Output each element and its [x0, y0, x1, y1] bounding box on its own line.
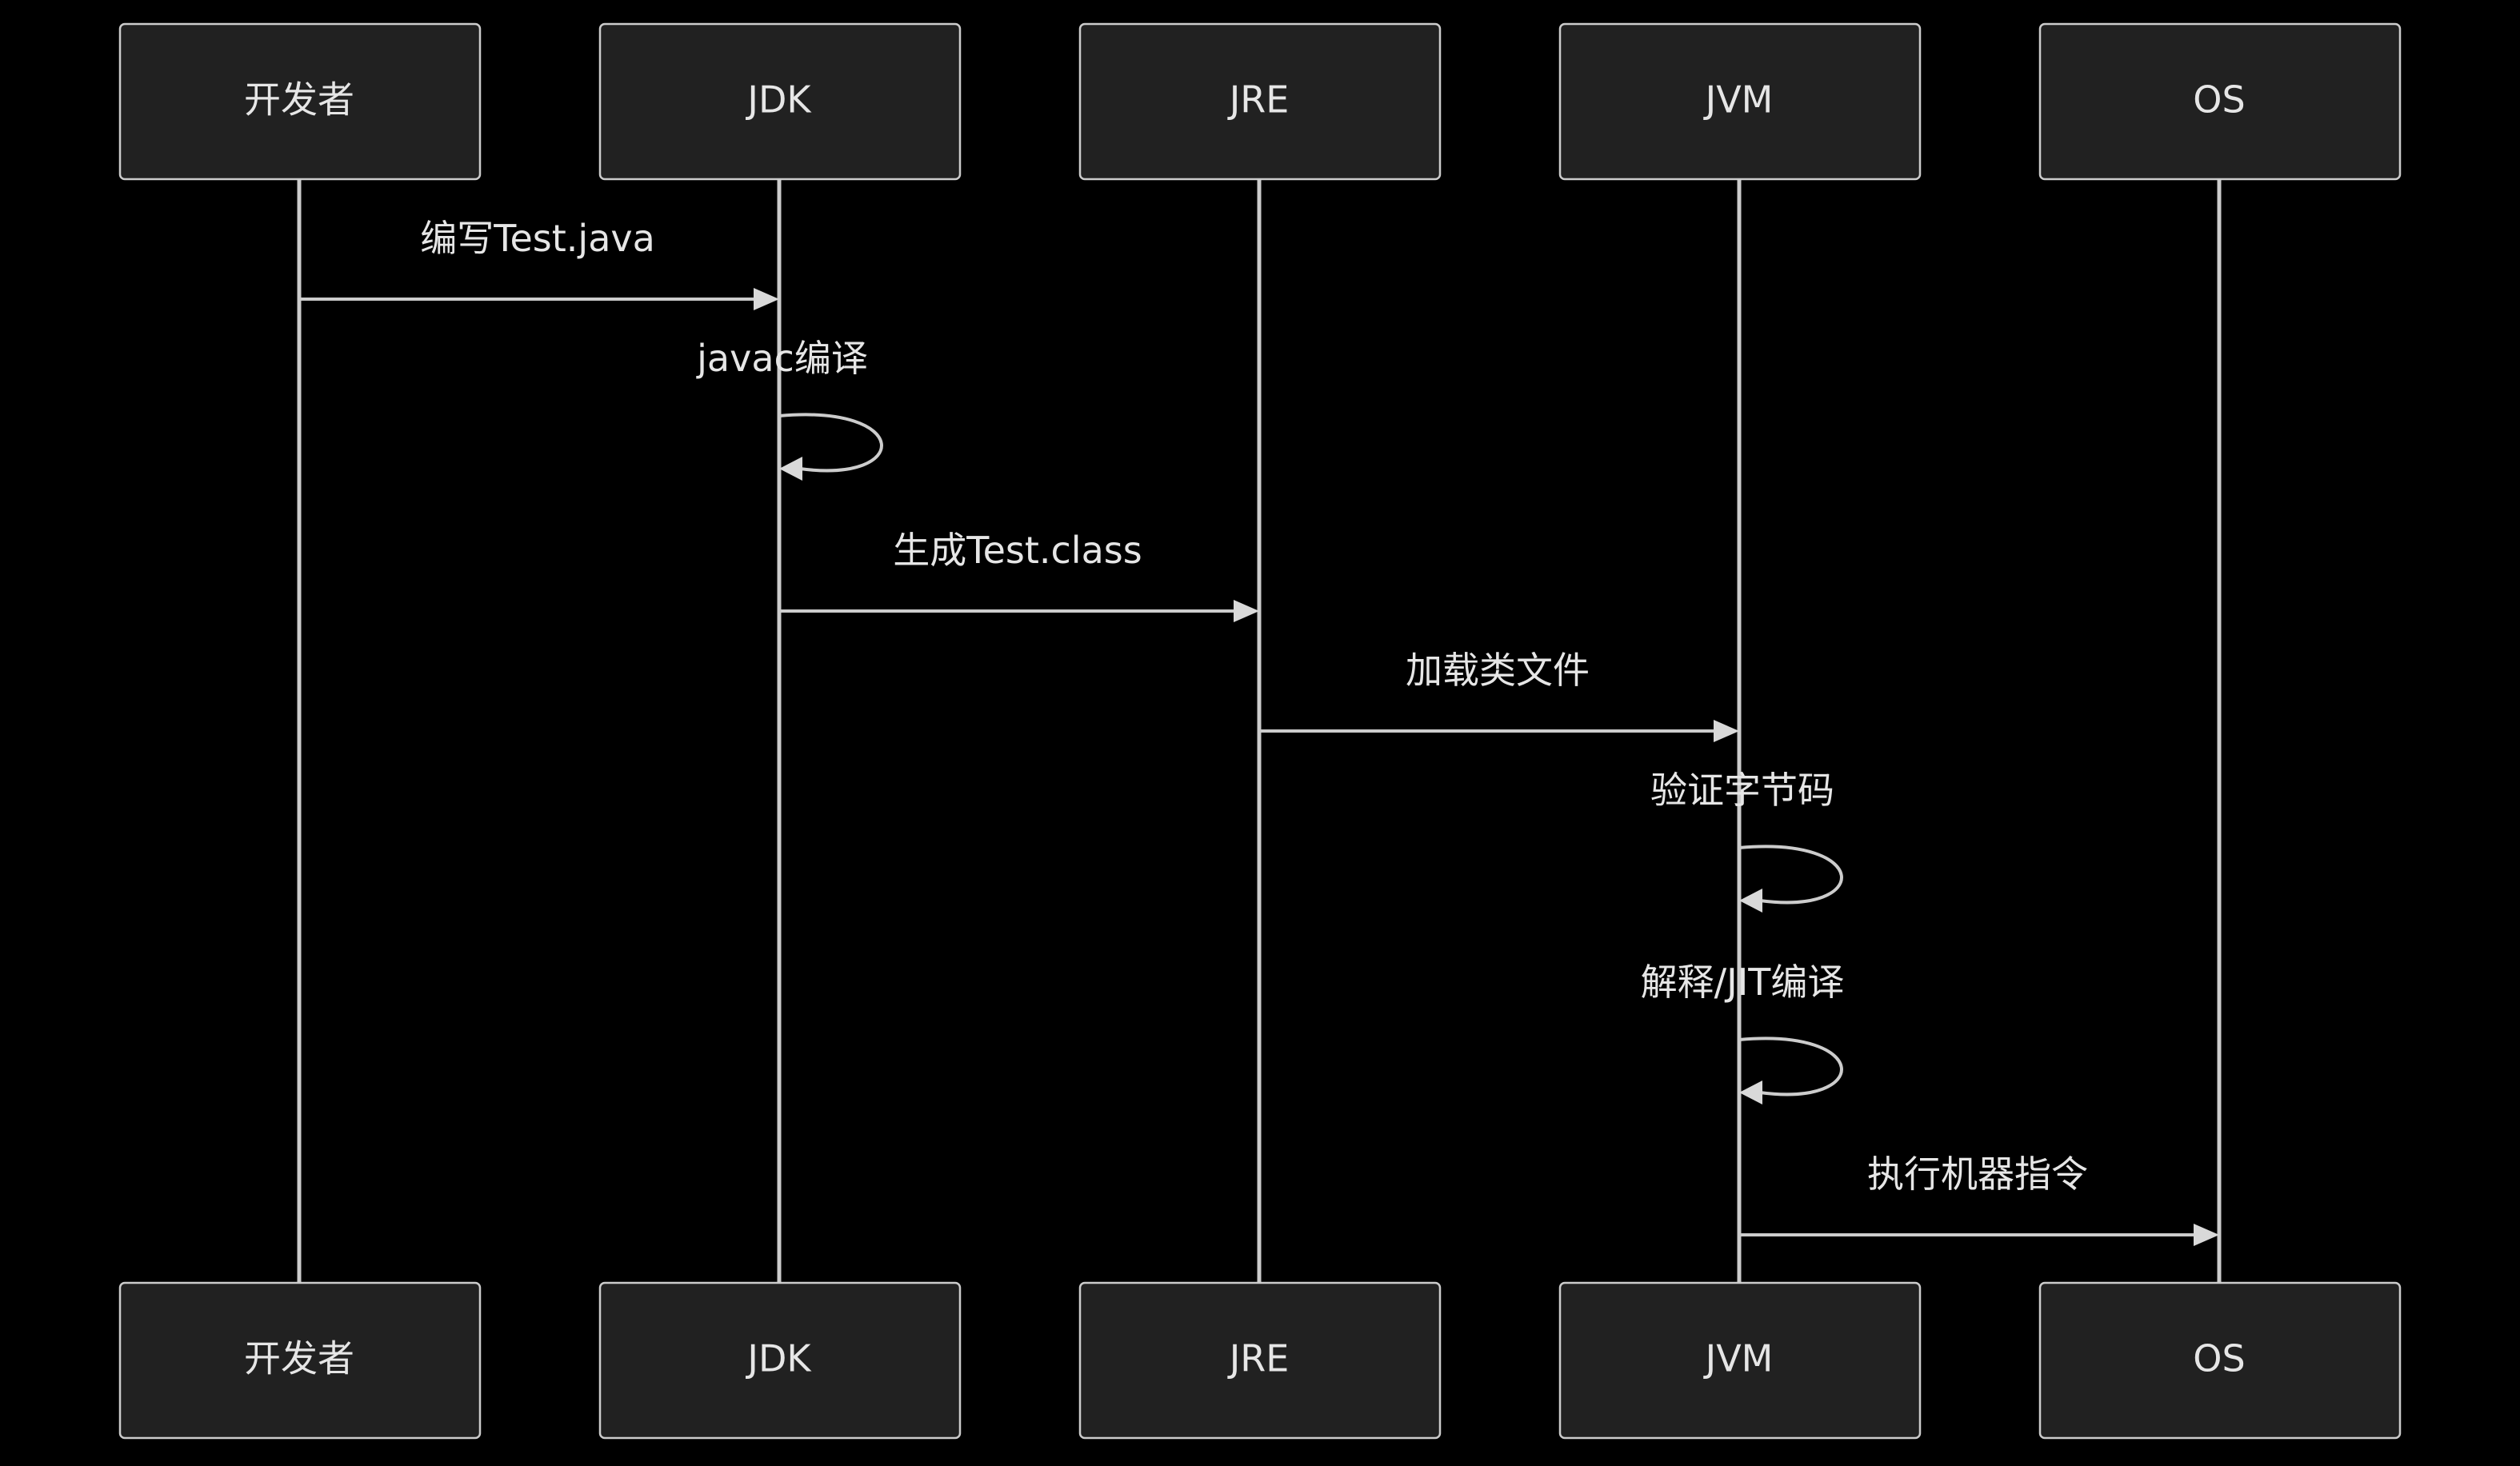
actor-top-dev: 开发者	[118, 22, 482, 181]
arrowhead-icon	[2194, 1224, 2219, 1246]
message-label: 加载类文件	[1406, 649, 1590, 692]
actor-bottom-os: OS	[2038, 1281, 2402, 1440]
arrowhead-icon	[754, 288, 779, 310]
actor-box	[598, 22, 962, 181]
message-verify-bytecode: 验证字节码	[1650, 769, 1843, 913]
actor-label: OS	[2193, 1337, 2245, 1380]
actor-label: JDK	[745, 78, 812, 122]
actor-top-jdk: JDK	[598, 22, 962, 181]
actor-bottom-dev: 开发者	[118, 1281, 482, 1440]
arrowhead-icon	[779, 457, 802, 481]
arrowhead-icon	[1234, 600, 1259, 622]
self-loop-line	[1738, 845, 1843, 905]
arrowhead-icon	[1739, 1081, 1762, 1104]
actor-box	[118, 1281, 482, 1440]
actor-label: OS	[2193, 78, 2245, 122]
actor-box	[1078, 1281, 1442, 1440]
actor-top-jre: JRE	[1078, 22, 1442, 181]
actor-label: 开发者	[244, 78, 354, 122]
arrowhead-icon	[1714, 720, 1739, 742]
message-javac-compile: javac编译	[696, 337, 883, 481]
message-label: 编写Test.java	[420, 217, 655, 260]
actor-label: JVM	[1703, 78, 1774, 122]
message-interpret-jit: 解释/JIT编译	[1641, 961, 1845, 1104]
actor-label: JRE	[1227, 1337, 1290, 1380]
message-label: 验证字节码	[1650, 769, 1834, 812]
actor-bottom-jdk: JDK	[598, 1281, 962, 1440]
actor-bottom-jvm: JVM	[1558, 1281, 1922, 1440]
message-label: javac编译	[696, 337, 868, 380]
message-execute-instructions: 执行机器指令	[1739, 1152, 2219, 1246]
actor-label: 开发者	[244, 1337, 354, 1380]
actor-box	[118, 22, 482, 181]
arrowhead-icon	[1739, 889, 1762, 913]
message-write-source: 编写Test.java	[299, 217, 779, 310]
self-loop-line	[1738, 1037, 1843, 1097]
message-label: 生成Test.class	[893, 529, 1142, 572]
actor-box	[598, 1281, 962, 1440]
actor-top-os: OS	[2038, 22, 2402, 181]
actor-box	[1558, 1281, 1922, 1440]
message-generate-class: 生成Test.class	[779, 529, 1259, 622]
actor-top-jvm: JVM	[1558, 22, 1922, 181]
actor-box	[2038, 22, 2402, 181]
message-label: 解释/JIT编译	[1641, 961, 1845, 1004]
actor-label: JRE	[1227, 78, 1290, 122]
actor-box	[1558, 22, 1922, 181]
message-load-class: 加载类文件	[1259, 649, 1739, 742]
message-label: 执行机器指令	[1867, 1152, 2088, 1196]
actor-label: JVM	[1703, 1337, 1774, 1380]
actor-box	[1078, 22, 1442, 181]
actor-label: JDK	[745, 1337, 812, 1380]
actor-bottom-jre: JRE	[1078, 1281, 1442, 1440]
actor-box	[2038, 1281, 2402, 1440]
self-loop-line	[778, 413, 883, 473]
